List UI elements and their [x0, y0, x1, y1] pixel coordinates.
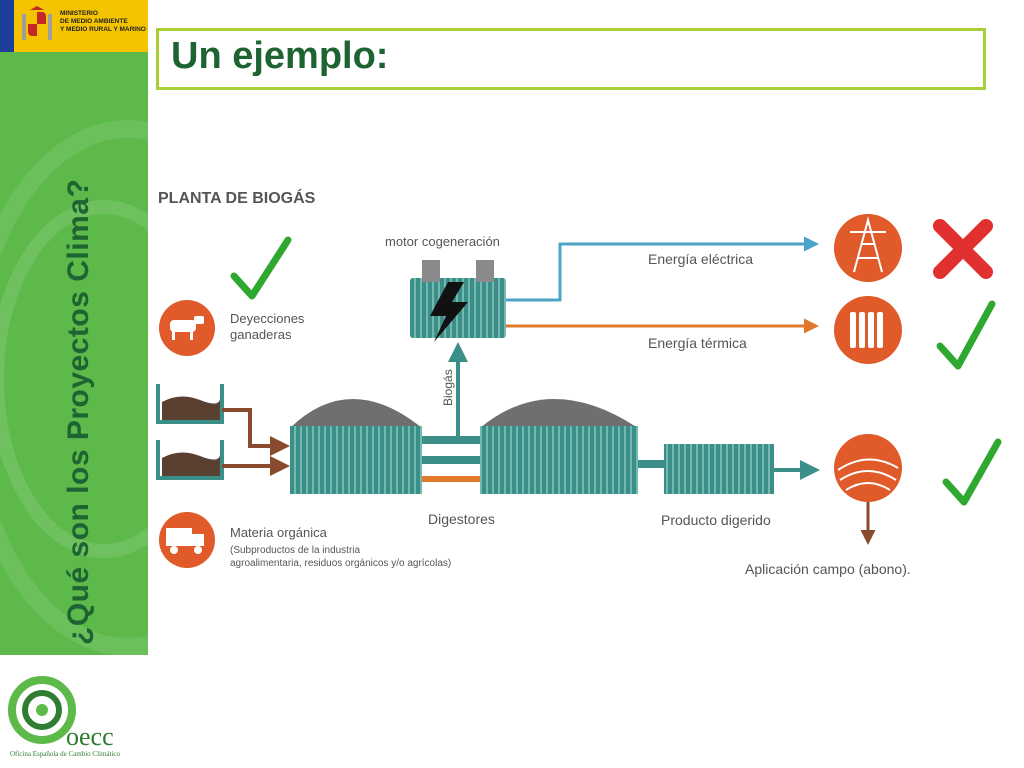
digester-link-mid	[422, 456, 480, 464]
input-trough-bottom	[156, 440, 224, 480]
radiator-icon	[834, 296, 902, 364]
title-box: Un ejemplo:	[156, 28, 986, 90]
digester-1	[290, 399, 422, 494]
label-subproductos: (Subproductos de la industria	[230, 545, 361, 556]
label-energia-termica: Energía térmica	[648, 335, 747, 351]
biogas-plant-diagram: PLANTA DE BIOGÁS Deyecciones ganaderas M…	[156, 188, 1002, 577]
ministry-header: MINISTERIO DE MEDIO AMBIENTE Y MEDIO RUR…	[0, 0, 148, 52]
label-deyecciones: Deyecciones	[230, 311, 305, 326]
product-link	[638, 460, 664, 468]
label-motor: motor cogeneración	[385, 234, 500, 249]
cogeneration-motor	[410, 260, 506, 342]
power-tower-icon	[834, 214, 902, 282]
oecc-logo-fullname: Oficina Española de Cambio Climático	[10, 750, 121, 758]
eu-flag-icon	[0, 0, 14, 52]
oecc-logo: oecc Oficina Española de Cambio Climátic…	[6, 672, 146, 762]
livestock-icon	[159, 300, 215, 356]
label-biogas: Biogás	[441, 369, 455, 406]
oecc-logo-name: oecc	[66, 722, 114, 751]
ministry-name: MINISTERIO DE MEDIO AMBIENTE Y MEDIO RUR…	[60, 10, 150, 34]
field-icon	[834, 434, 902, 502]
label-aplicacion-campo: Aplicación campo (abono).	[745, 561, 911, 577]
label-energia-electrica: Energía eléctrica	[648, 251, 753, 267]
page-title: Un ejemplo:	[171, 35, 389, 77]
digester-link-bottom	[422, 476, 480, 482]
electric-arrow	[506, 236, 819, 302]
check-mark-input	[230, 236, 292, 300]
input-arrow-top	[222, 408, 290, 456]
check-mark-thermal	[936, 300, 996, 370]
side-title: ¿Qué son los Proyectos Clima?	[62, 178, 95, 645]
digested-product-tank	[664, 444, 774, 494]
label-digestores: Digestores	[428, 511, 495, 527]
input-trough-top	[156, 384, 224, 424]
label-producto-digerido: Producto digerido	[661, 512, 771, 528]
label-ganaderas: ganaderas	[230, 327, 292, 342]
ministry-line-2: DE MEDIO AMBIENTE	[60, 18, 128, 25]
sidebar	[0, 0, 148, 768]
coat-of-arms-icon	[22, 6, 52, 40]
truck-icon	[159, 512, 215, 568]
oecc-swirl-icon	[8, 676, 76, 744]
digester-link-top	[422, 436, 480, 444]
label-materia-organica: Materia orgánica	[230, 525, 328, 540]
digester-2	[480, 399, 638, 494]
ministry-line-3: Y MEDIO RURAL Y MARINO	[60, 26, 146, 33]
cross-mark-electricity	[933, 219, 993, 279]
check-mark-field	[942, 438, 1002, 506]
diagram-heading: PLANTA DE BIOGÁS	[158, 188, 316, 207]
ministry-line-1: MINISTERIO	[60, 10, 98, 17]
label-residuos: agroalimentaria, residuos orgánicos y/o …	[230, 558, 451, 569]
